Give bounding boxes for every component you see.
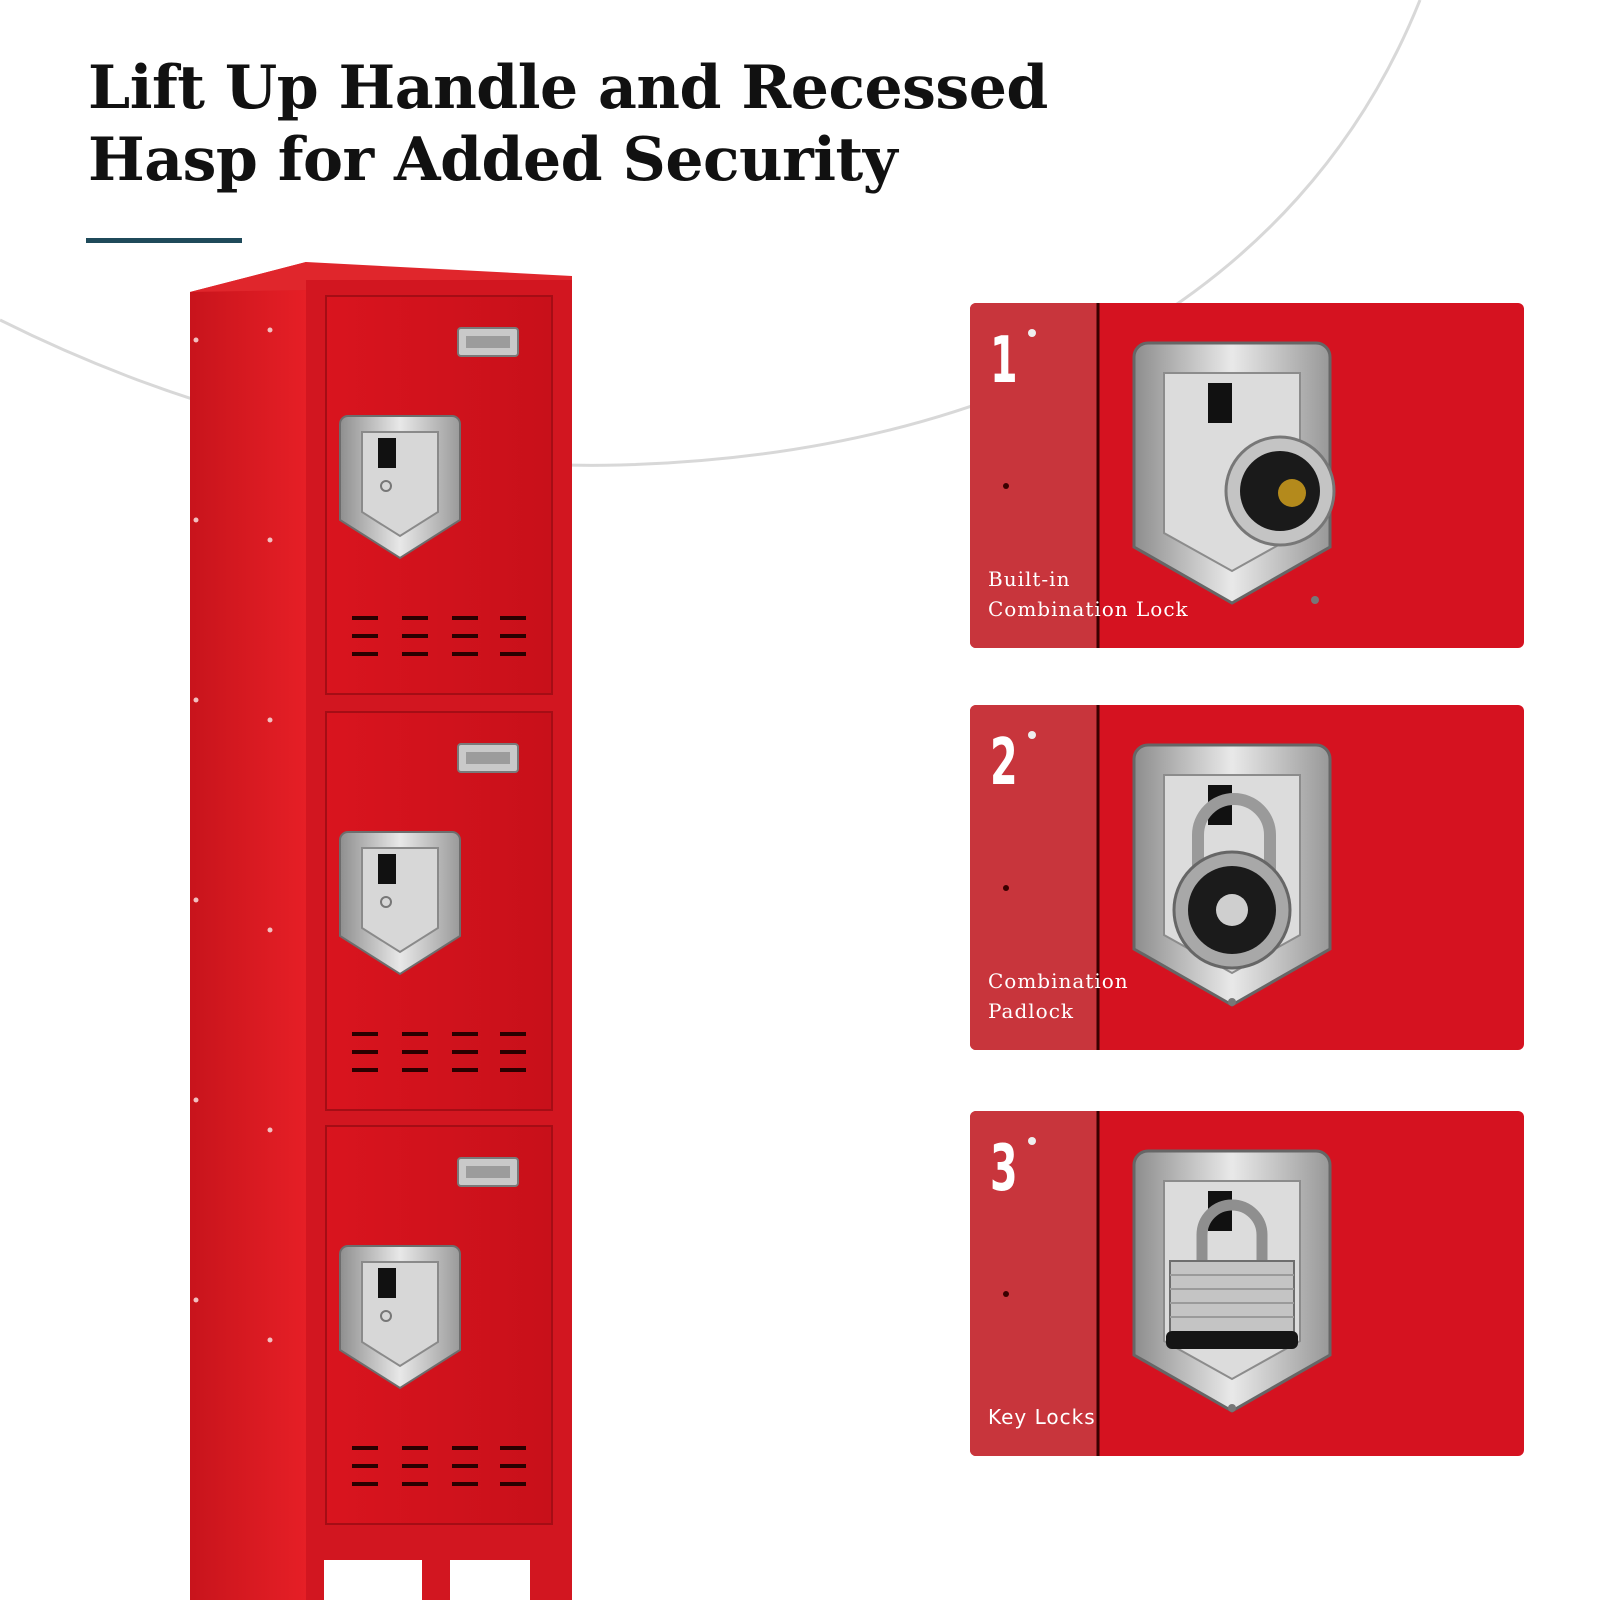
lock-option-panel-3: 3 Key Locks (970, 1111, 1524, 1456)
accent-rule (86, 238, 242, 243)
step-number: 3 (990, 1132, 1018, 1206)
page-title: Lift Up Handle and Recessed Hasp for Add… (88, 52, 1048, 196)
title-line-2: Hasp for Added Security (88, 125, 898, 195)
lock-option-panel-2: 2 Combination Padlock (970, 705, 1524, 1050)
locker-door-3 (324, 1124, 554, 1526)
locker-door-2 (324, 710, 554, 1112)
key-padlock-icon (970, 1111, 1524, 1456)
lock-option-panel-1: 1 Built-in Combination Lock (970, 303, 1524, 648)
locker-door-1 (324, 294, 554, 696)
combination-padlock-icon (970, 705, 1524, 1050)
step-number: 1 (990, 324, 1018, 398)
step-number: 2 (990, 726, 1018, 800)
lock-caption: Key Locks (988, 1405, 1096, 1429)
lock-caption: Built-in Combination Lock (988, 567, 1189, 621)
title-line-1: Lift Up Handle and Recessed (88, 53, 1048, 123)
dial-lock-icon (970, 303, 1524, 648)
lock-caption: Combination Padlock (988, 969, 1129, 1023)
